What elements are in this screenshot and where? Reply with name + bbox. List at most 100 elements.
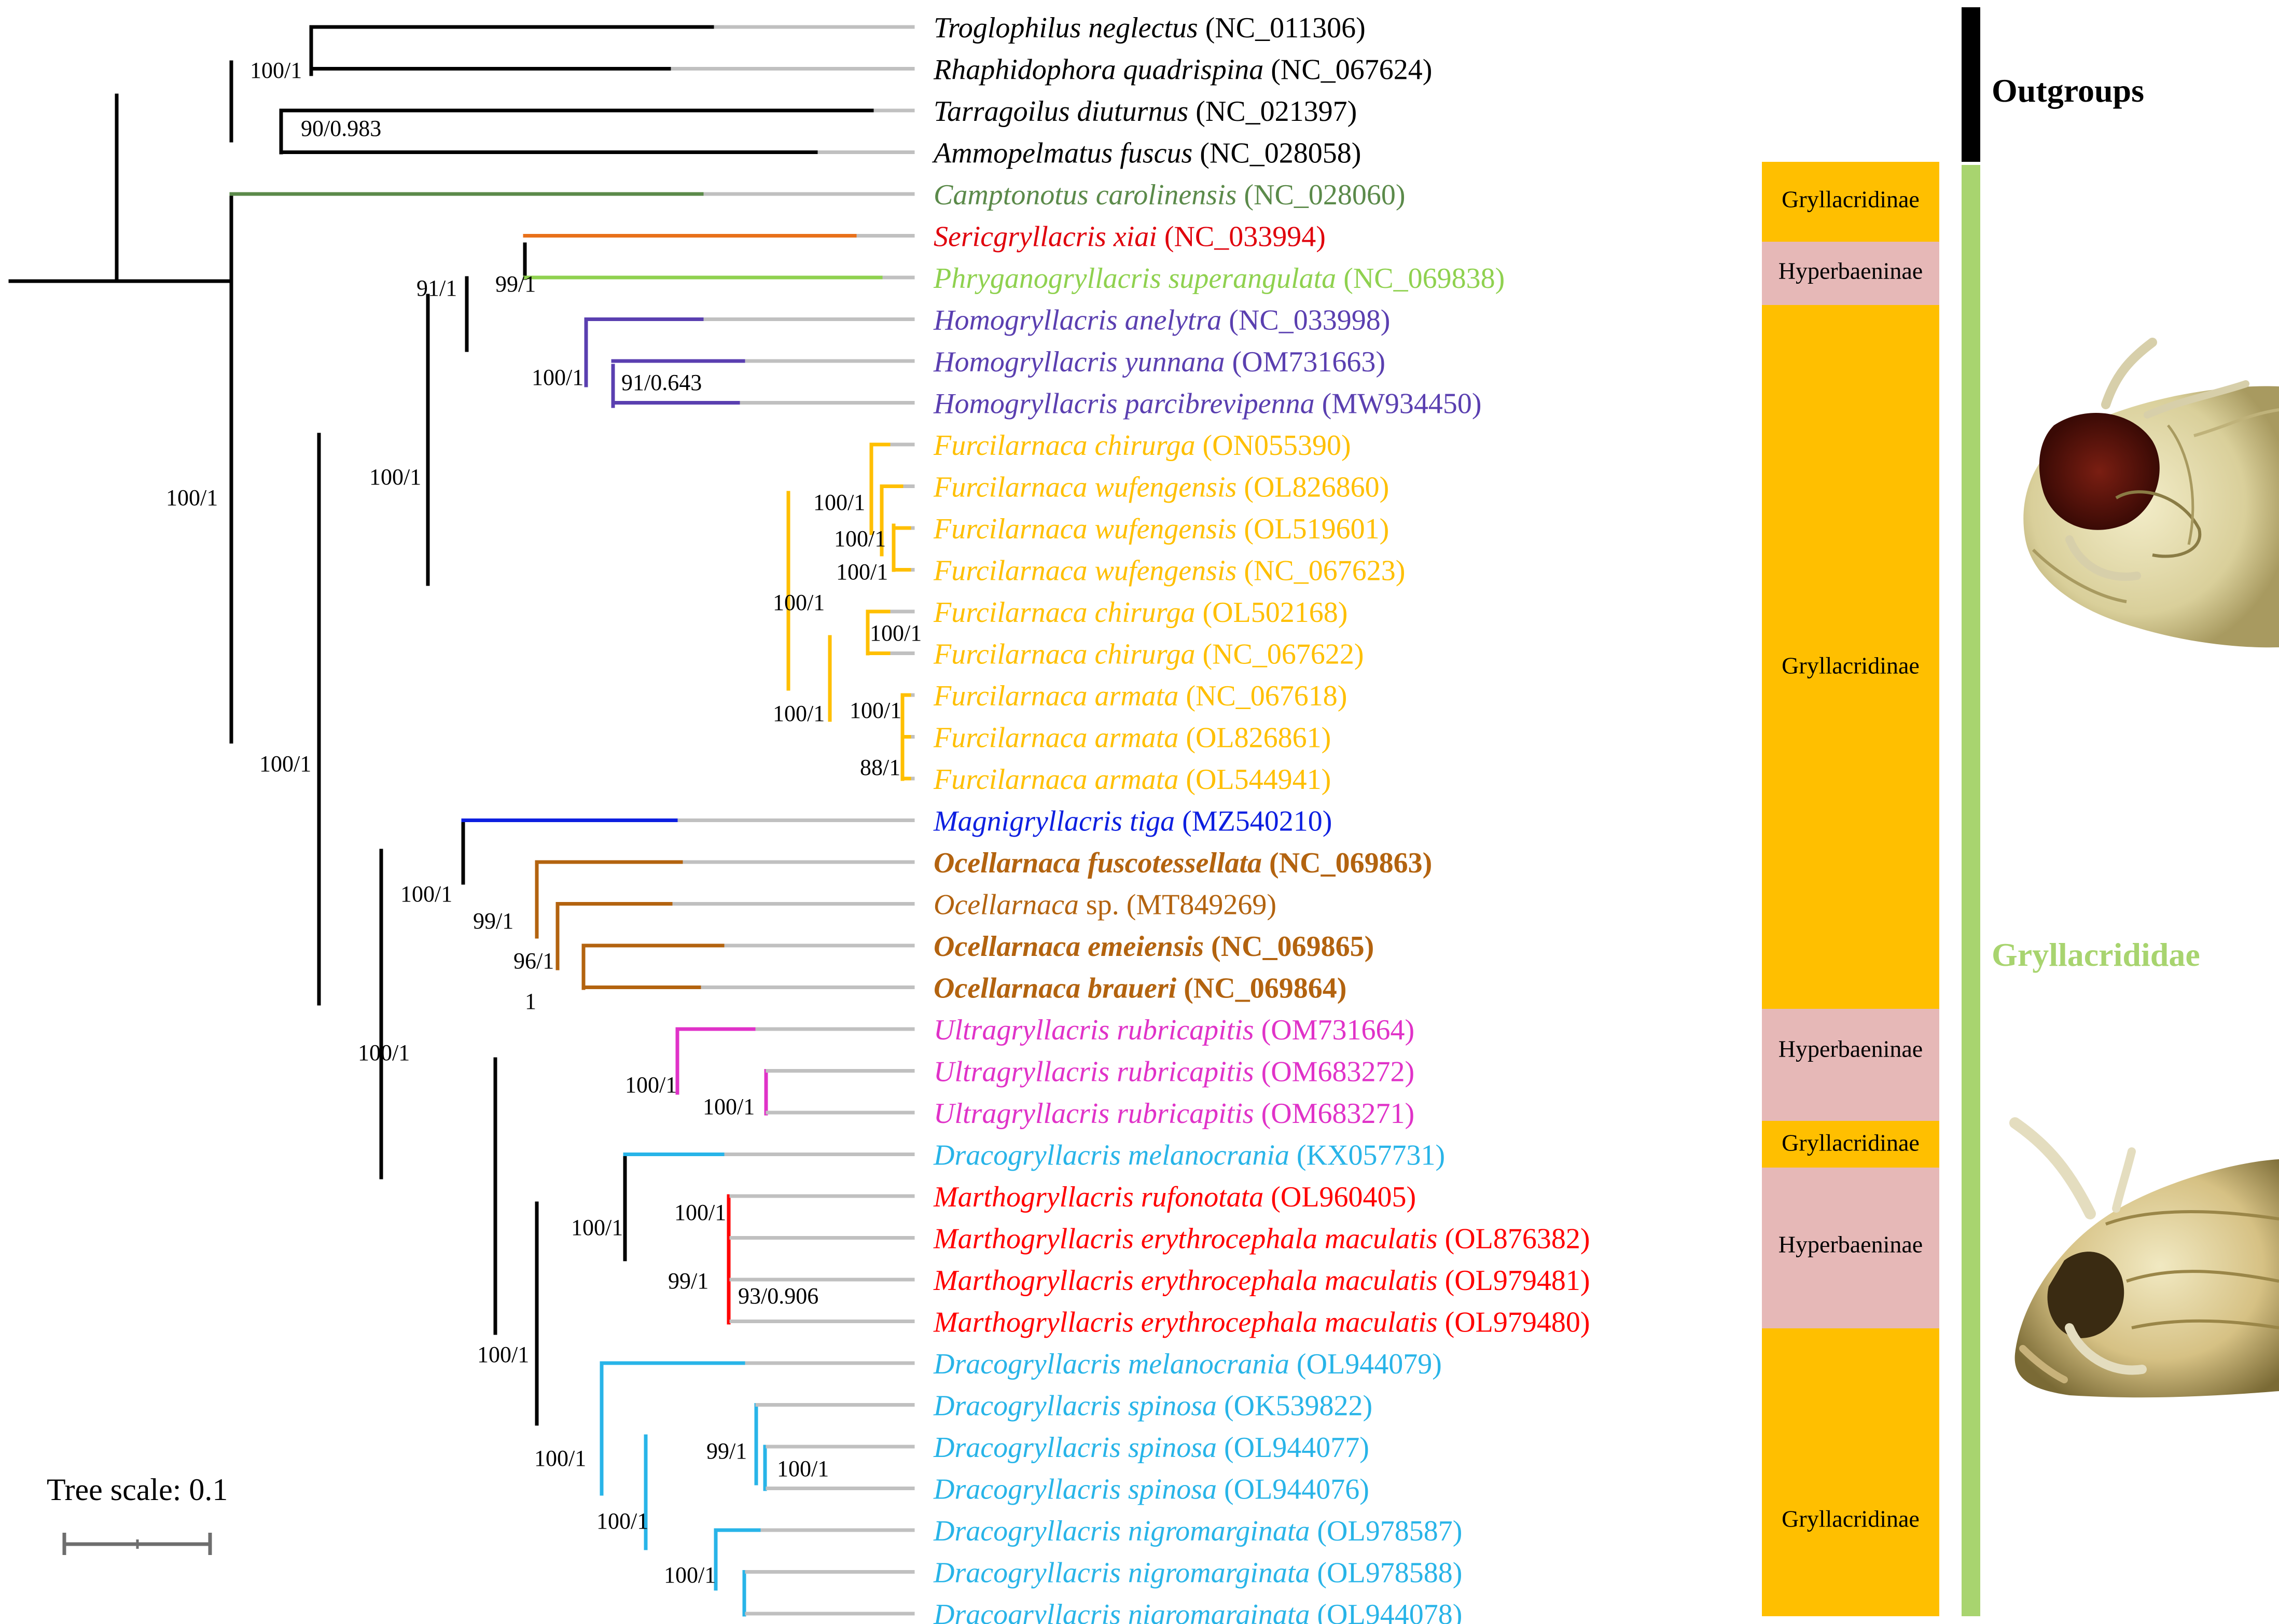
taxon-accession: (OL979480) xyxy=(1438,1307,1590,1339)
support-value: 100/1 xyxy=(250,58,302,83)
support-value: 100/1 xyxy=(834,526,886,551)
taxon-name: Dracogryllacris nigromarginata xyxy=(933,1599,1310,1624)
support-value: 91/0.643 xyxy=(621,370,702,395)
taxon-label: Furcilarnaca armata (NC_067618) xyxy=(933,680,1347,712)
support-value: 100/1 xyxy=(400,881,452,907)
taxon-name: Homogryllacris anelytra xyxy=(933,304,1221,337)
taxon-name: Dracogryllacris melanocrania xyxy=(933,1348,1289,1380)
taxon-name: Marthogryllacris erythrocephala maculati… xyxy=(933,1265,1438,1297)
support-value: 100/1 xyxy=(571,1215,623,1240)
subfamily-band-label-4: Hyperbaeninae xyxy=(1778,1036,1923,1062)
subfamily-band-label-3: Gryllacridinae xyxy=(1782,653,1920,679)
taxon-name: Ultragryllacris rubricapitis xyxy=(934,1098,1254,1130)
taxon-name: Furcilarnaca armata xyxy=(933,680,1178,712)
support-value: 100/1 xyxy=(358,1040,410,1065)
taxon-accession: (OM731663) xyxy=(1225,346,1386,378)
subfamily-band-label-1: Gryllacridinae xyxy=(1782,186,1920,213)
gryllacrididae-bar xyxy=(1962,165,1980,1616)
support-value: 100/1 xyxy=(625,1072,677,1098)
taxon-label: Ocellarnaca fuscotessellata (NC_069863) xyxy=(934,847,1432,879)
outgroups-label: Outgroups xyxy=(1992,72,2144,109)
support-value: 100/1 xyxy=(596,1508,648,1534)
taxon-label: Ultragryllacris rubricapitis (OM683271) xyxy=(934,1098,1414,1130)
group-bars: Outgroups Gryllacrididae xyxy=(1962,7,2200,1616)
taxon-name: Magnigryllacris tiga xyxy=(933,806,1175,838)
taxon-label: Magnigryllacris tiga (MZ540210) xyxy=(933,806,1332,838)
taxon-label: Troglophilus neglectus (NC_011306) xyxy=(934,12,1366,44)
taxon-label: Homogryllacris yunnana (OM731663) xyxy=(933,346,1385,378)
subfamily-bands: Gryllacridinae Hyperbaeninae Gryllacridi… xyxy=(1762,162,1939,1616)
taxon-accession: (NC_069863) xyxy=(1262,847,1432,879)
taxon-accession: (OM683272) xyxy=(1254,1056,1415,1088)
taxon-accession: (NC_069865) xyxy=(1204,931,1374,963)
taxon-name: Dracogryllacris melanocrania xyxy=(933,1140,1289,1172)
support-value: 100/1 xyxy=(777,1456,829,1481)
subfamily-band-2 xyxy=(1762,242,1939,305)
taxon-name: Ocellarnaca braueri xyxy=(934,973,1177,1005)
specimen-head-photo-ventral xyxy=(2009,1117,2279,1398)
taxon-name: Dracogryllacris nigromarginata xyxy=(933,1557,1310,1589)
support-value: 100/1 xyxy=(870,620,922,646)
taxon-label: Marthogryllacris erythrocephala maculati… xyxy=(933,1265,1590,1297)
taxon-name: Ocellarnaca xyxy=(934,889,1079,921)
taxon-accession: (NC_067624) xyxy=(1263,54,1432,86)
taxon-label: Dracogryllacris spinosa (OL944076) xyxy=(933,1474,1369,1506)
taxon-name: Furcilarnaca wufengensis xyxy=(933,513,1236,545)
subfamily-band-5 xyxy=(1762,1121,1939,1168)
support-value: 100/1 xyxy=(850,698,901,723)
taxon-accession: (MW934450) xyxy=(1315,388,1482,420)
support-value: 93/0.906 xyxy=(738,1283,818,1309)
support-value: 96/1 xyxy=(513,948,554,974)
taxon-label: Ocellarnaca sp. (MT849269) xyxy=(934,889,1276,921)
support-value: 100/1 xyxy=(259,751,311,776)
taxon-name: Camptonotus carolinensis xyxy=(934,179,1236,211)
taxon-accession: (NC_011306) xyxy=(1198,12,1366,44)
taxon-name: Furcilarnaca wufengensis xyxy=(933,555,1236,587)
support-value: 100/1 xyxy=(836,559,888,585)
taxon-accession: (NC_033998) xyxy=(1221,304,1390,337)
support-value: 100/1 xyxy=(534,1446,586,1471)
taxon-suffix: sp. xyxy=(1079,889,1119,921)
taxon-accession: (OL944077) xyxy=(1217,1432,1369,1464)
taxon-accession: (NC_021397) xyxy=(1188,95,1357,128)
taxon-accession: (OL960405) xyxy=(1263,1181,1416,1213)
taxon-name: Homogryllacris parcibrevipenna xyxy=(933,388,1315,420)
support-value: 99/1 xyxy=(706,1438,747,1464)
taxon-accession: (OL519601) xyxy=(1236,513,1389,545)
taxon-accession: (KX057731) xyxy=(1289,1140,1445,1172)
taxon-accession: (OM731664) xyxy=(1254,1014,1415,1046)
taxon-accession: (OL826861) xyxy=(1178,722,1331,754)
subfamily-band-3 xyxy=(1762,305,1939,1009)
taxon-name: Ultragryllacris rubricapitis xyxy=(934,1056,1254,1088)
taxon-label: Dracogryllacris nigromarginata (OL944078… xyxy=(933,1599,1462,1624)
taxon-accession: (NC_033994) xyxy=(1157,221,1326,253)
taxon-label: Ultragryllacris rubricapitis (OM683272) xyxy=(934,1056,1414,1088)
taxon-name: Marthogryllacris erythrocephala maculati… xyxy=(933,1307,1438,1339)
taxon-name: Furcilarnaca chirurga xyxy=(933,429,1195,462)
taxon-accession: (OL502168) xyxy=(1195,596,1347,629)
taxon-label: Dracogryllacris spinosa (OK539822) xyxy=(933,1390,1372,1422)
taxon-accession: (OL978587) xyxy=(1310,1515,1462,1547)
subfamily-band-label-5: Gryllacridinae xyxy=(1782,1130,1920,1156)
subfamily-band-7 xyxy=(1762,1328,1939,1616)
taxon-label: Dracogryllacris melanocrania (KX057731) xyxy=(933,1140,1445,1172)
taxon-name: Furcilarnaca chirurga xyxy=(933,639,1195,671)
taxon-label: Furcilarnaca armata (OL826861) xyxy=(933,722,1331,754)
taxon-label: Tarragoilus diuturnus (NC_021397) xyxy=(934,95,1357,128)
taxon-name: Homogryllacris yunnana xyxy=(933,346,1225,378)
taxon-label: Marthogryllacris erythrocephala maculati… xyxy=(933,1307,1590,1339)
taxon-name: Rhaphidophora quadrispina xyxy=(933,54,1263,86)
taxon-accession: (OL544941) xyxy=(1178,764,1331,796)
taxon-label: Ocellarnaca braueri (NC_069864) xyxy=(934,973,1346,1005)
taxon-label: Furcilarnaca chirurga (OL502168) xyxy=(933,596,1347,629)
support-value: 100/1 xyxy=(532,365,583,390)
taxon-accession: (NC_069864) xyxy=(1176,973,1346,1005)
taxon-accession: (MZ540210) xyxy=(1175,806,1332,838)
taxon-label: Homogryllacris anelytra (NC_033998) xyxy=(933,304,1390,337)
taxon-labels: Troglophilus neglectus (NC_011306) Rhaphi… xyxy=(932,12,1590,1624)
taxon-label: Ultragryllacris rubricapitis (OM731664) xyxy=(934,1014,1414,1046)
taxon-name: Tarragoilus diuturnus xyxy=(934,95,1188,128)
support-value: 100/1 xyxy=(674,1200,726,1225)
